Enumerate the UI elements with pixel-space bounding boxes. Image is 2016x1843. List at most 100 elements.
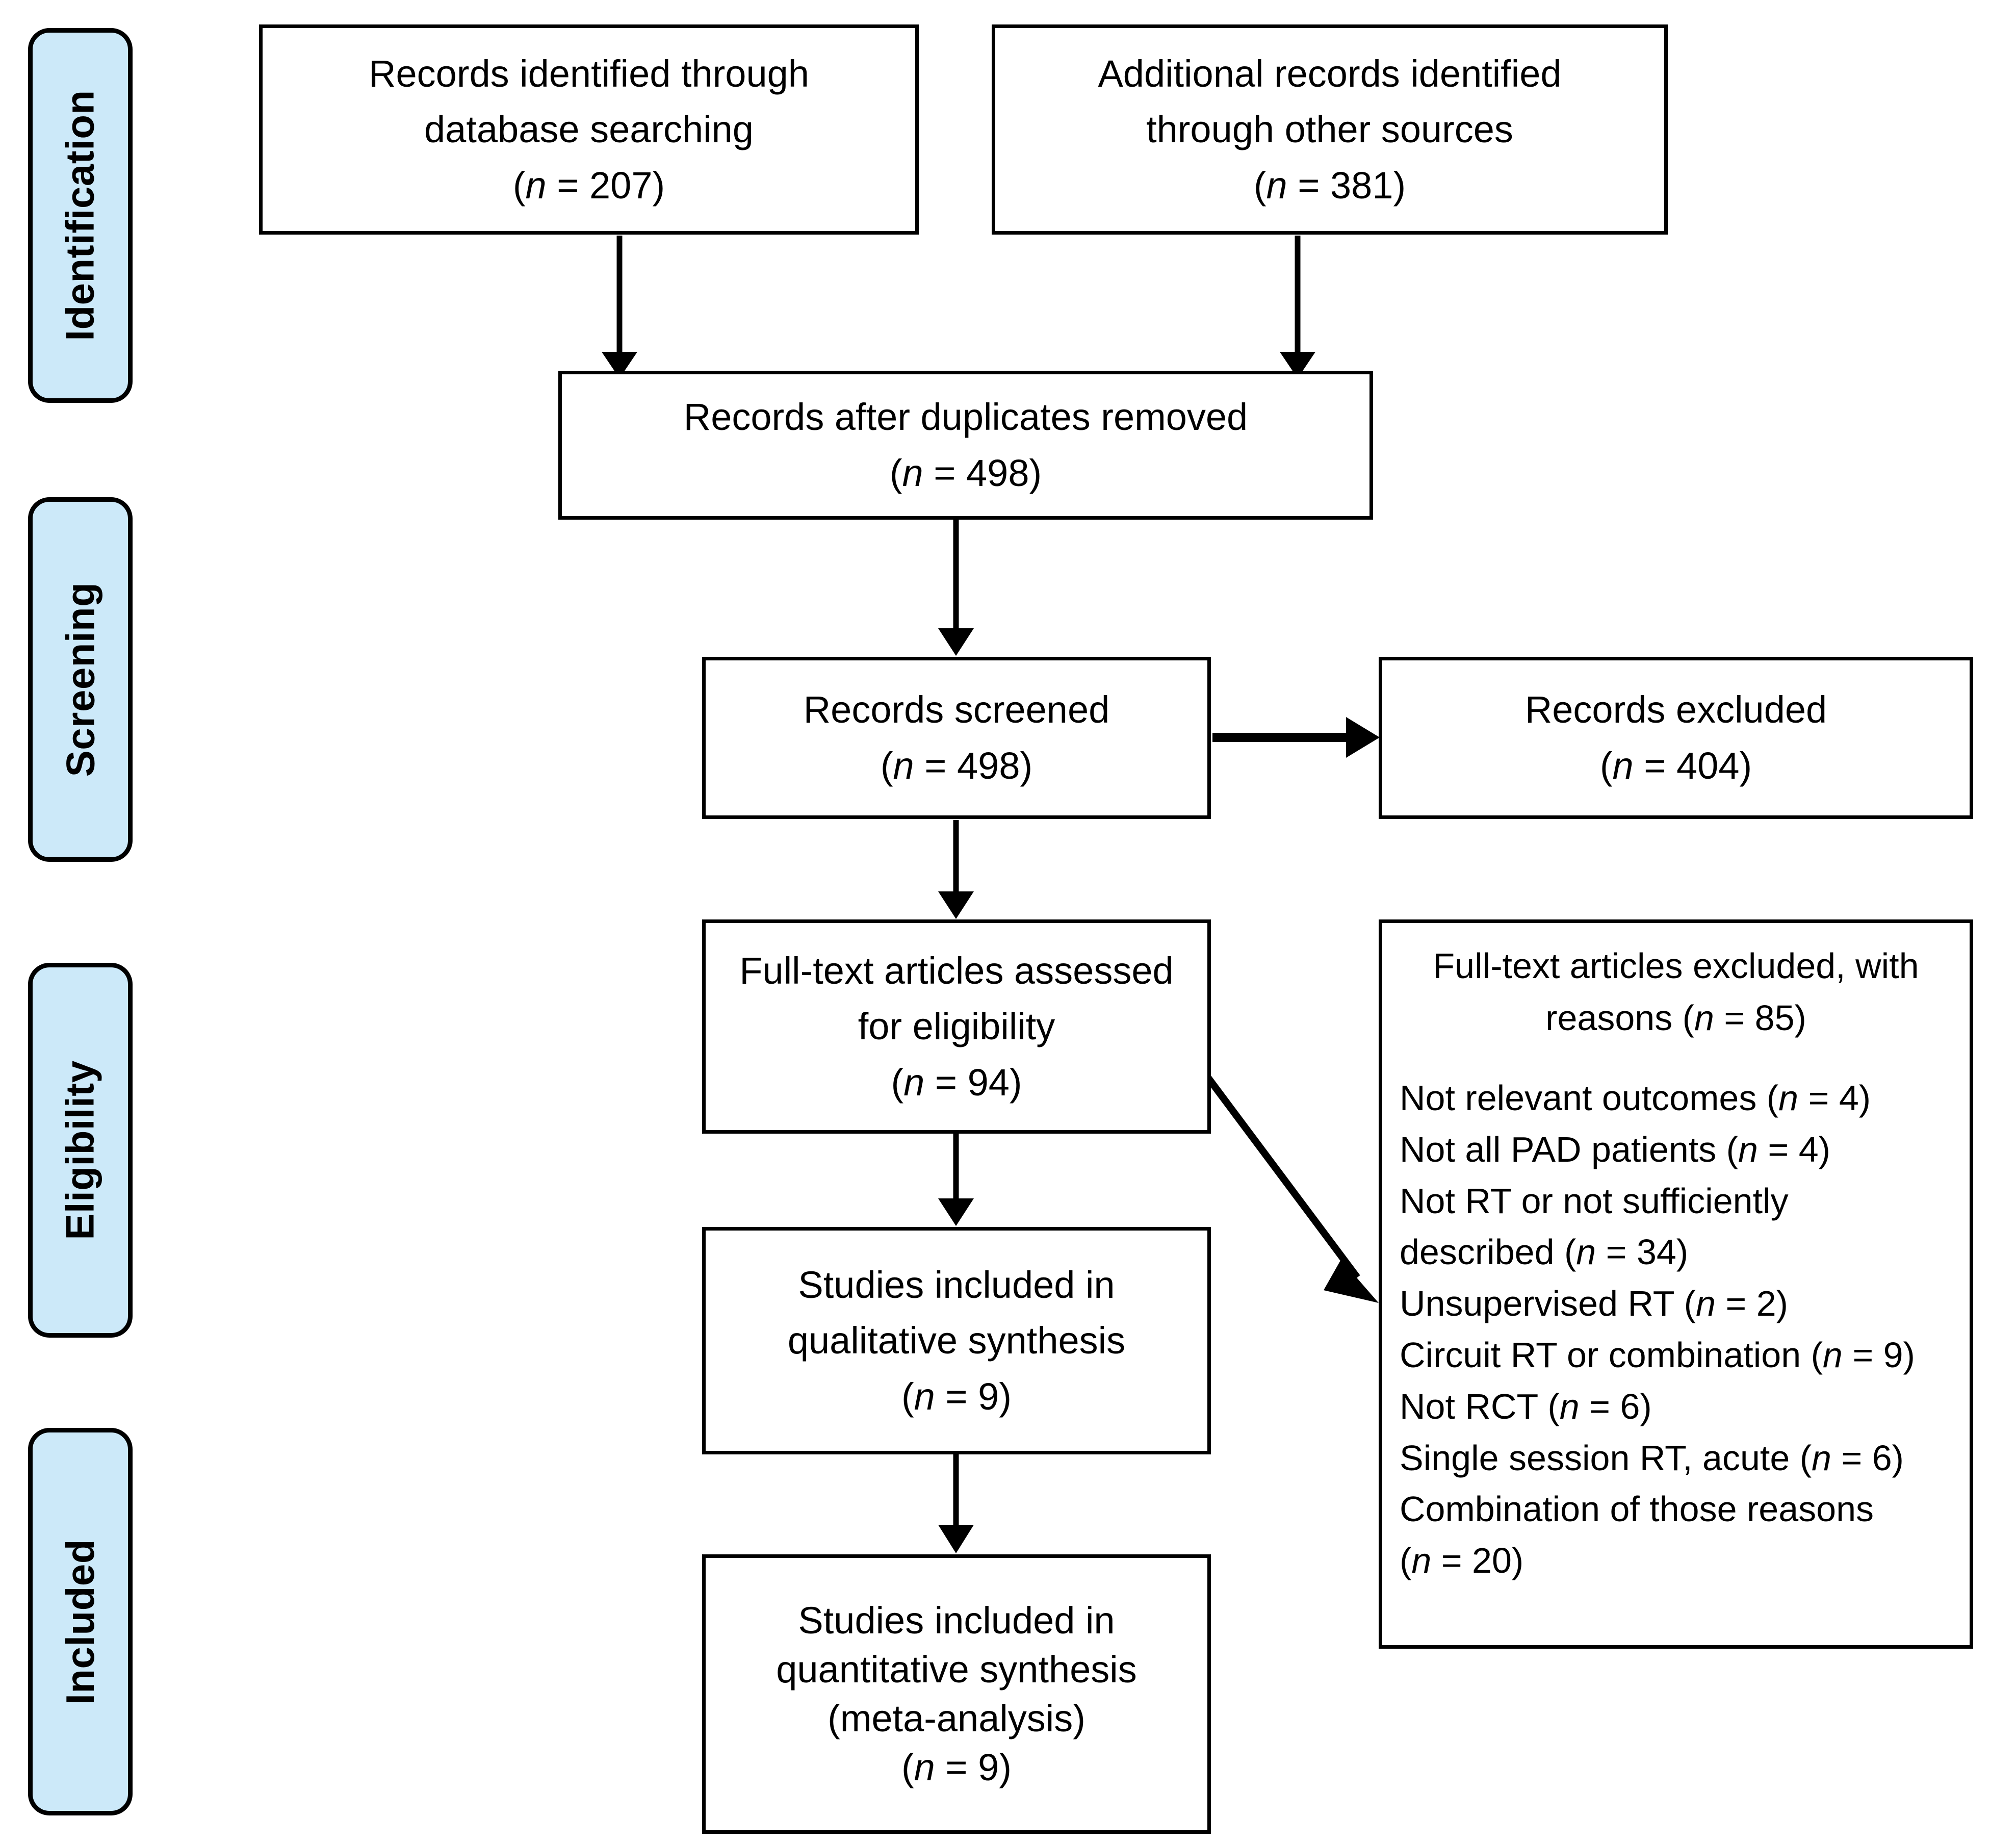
reasons-heading-pre: reasons ( [1545, 997, 1694, 1038]
n-italic: n [1812, 1438, 1831, 1478]
n-italic: n [1822, 1335, 1843, 1375]
reasons-heading-line1: Full-text articles excluded, with [1433, 946, 1919, 986]
n-italic: n [525, 164, 547, 207]
box-line: database searching [424, 108, 754, 151]
box-line: Additional records identified [1098, 52, 1562, 95]
count-value: = 498) [924, 745, 1033, 787]
reason-text: Not RCT ( [1400, 1386, 1560, 1426]
n-italic: n [902, 452, 923, 494]
arrow-db-to-duplicates [602, 236, 637, 378]
box-count: (n = 207) [512, 164, 665, 207]
reason-text: Not all PAD patients ( [1400, 1129, 1738, 1169]
box-count: (n = 94) [891, 1061, 1022, 1104]
reason-count: = 6) [1841, 1438, 1904, 1478]
arrow-fulltext-to-qualitative [938, 1133, 974, 1226]
reasons-heading: Full-text articles excluded, with reason… [1400, 940, 1952, 1044]
n-italic: n [1738, 1129, 1758, 1169]
reason-item: Not RCT (n = 6) [1400, 1381, 1952, 1432]
reason-count: = 4) [1768, 1129, 1830, 1169]
reason-count: = 4) [1808, 1078, 1871, 1118]
reason-item: Circuit RT or combination (n = 9) [1400, 1329, 1952, 1381]
reason-item: Single session RT, acute (n = 6) [1400, 1432, 1952, 1484]
box-line: Records excluded [1524, 688, 1827, 731]
n-italic: n [893, 745, 914, 787]
reason-item: Combination of those reasons [1400, 1483, 1952, 1535]
n-italic: n [1612, 745, 1634, 787]
reason-text: Circuit RT or combination ( [1400, 1335, 1823, 1375]
reason-text: Not relevant outcomes ( [1400, 1078, 1779, 1118]
reason-count: = 6) [1589, 1386, 1652, 1426]
box-count: (n = 381) [1253, 164, 1406, 207]
reasons-list: Not relevant outcomes (n = 4) Not all PA… [1400, 1072, 1952, 1586]
stage-label-eligibility-text: Eligibility [58, 1060, 103, 1240]
count-value: = 381) [1298, 164, 1406, 207]
reason-text: ( [1400, 1541, 1412, 1581]
reasons-heading-line2: reasons (n = 85) [1545, 998, 1806, 1038]
box-count: (n = 9) [901, 1746, 1012, 1789]
reason-item: Not relevant outcomes (n = 4) [1400, 1072, 1952, 1124]
n-italic: n [1694, 997, 1714, 1038]
box-studies-included-qualitative: Studies included in qualitative synthesi… [702, 1227, 1211, 1454]
n-italic: n [914, 1746, 935, 1789]
box-records-excluded: Records excluded (n = 404) [1379, 657, 1973, 819]
arrow-fulltext-to-excluded [1199, 1067, 1379, 1303]
reason-item: Not RT or not sufficiently [1400, 1175, 1952, 1227]
arrow-duplicates-to-screened [938, 519, 974, 656]
reason-text: Unsupervised RT ( [1400, 1284, 1696, 1324]
box-line: for eligibility [858, 1005, 1055, 1048]
stage-label-screening-text: Screening [58, 582, 103, 777]
reason-item: Not all PAD patients (n = 4) [1400, 1124, 1952, 1175]
reason-text: described ( [1400, 1232, 1576, 1272]
reason-item: Unsupervised RT (n = 2) [1400, 1278, 1952, 1329]
box-fulltext-articles-excluded-with-reasons: Full-text articles excluded, with reason… [1379, 919, 1973, 1649]
n-italic: n [1559, 1386, 1580, 1426]
box-line: Studies included in [798, 1263, 1115, 1306]
n-italic: n [1778, 1078, 1799, 1118]
box-studies-included-quantitative: Studies included in quantitative synthes… [702, 1554, 1211, 1834]
reason-item: (n = 20) [1400, 1535, 1952, 1586]
count-value: = 207) [557, 164, 665, 207]
arrow-other-to-duplicates [1280, 236, 1315, 378]
stage-label-identification: Identification [28, 28, 133, 403]
reason-count: = 20) [1441, 1541, 1524, 1581]
count-value: = 9) [945, 1375, 1012, 1418]
stage-label-screening: Screening [28, 497, 133, 862]
box-records-screened: Records screened (n = 498) [702, 657, 1211, 819]
n-italic: n [1266, 164, 1287, 207]
reasons-heading-post: = 85) [1724, 997, 1806, 1038]
stage-label-identification-text: Identification [58, 90, 102, 341]
box-line: (meta-analysis) [828, 1697, 1085, 1739]
box-line: Full-text articles assessed [739, 949, 1174, 992]
reason-count: = 9) [1852, 1335, 1915, 1375]
reason-count: = 34) [1606, 1232, 1689, 1272]
reason-item: described (n = 34) [1400, 1226, 1952, 1278]
box-line: qualitative synthesis [787, 1319, 1126, 1362]
box-records-after-duplicates-removed: Records after duplicates removed (n = 49… [558, 371, 1373, 520]
reason-count: = 2) [1725, 1284, 1788, 1324]
box-line: Studies included in [798, 1599, 1115, 1642]
count-value: = 404) [1644, 745, 1752, 787]
box-line: Records screened [803, 688, 1110, 731]
stage-label-included-text: Included [58, 1539, 102, 1705]
n-italic: n [903, 1061, 925, 1104]
box-line: Records after duplicates removed [683, 396, 1248, 439]
count-value: = 94) [935, 1061, 1022, 1104]
reason-text: Not RT or not sufficiently [1400, 1181, 1789, 1221]
box-count: (n = 9) [901, 1375, 1012, 1418]
stage-label-included: Included [28, 1428, 133, 1815]
arrow-screened-to-fulltext [938, 820, 974, 919]
box-count: (n = 404) [1599, 745, 1752, 787]
arrow-screened-to-excluded [1212, 717, 1380, 758]
box-line: Records identified through [369, 52, 809, 95]
n-italic: n [1576, 1232, 1596, 1272]
box-count: (n = 498) [880, 745, 1033, 787]
box-records-identified-database: Records identified through database sear… [259, 24, 919, 235]
n-italic: n [1696, 1284, 1716, 1324]
count-value: = 9) [945, 1746, 1012, 1789]
box-fulltext-articles-assessed: Full-text articles assessed for eligibil… [702, 919, 1211, 1134]
arrow-qualitative-to-quantitative [938, 1454, 974, 1553]
box-additional-records-other-sources: Additional records identified through ot… [992, 24, 1668, 235]
count-value: = 498) [934, 452, 1042, 494]
reason-text: Single session RT, acute ( [1400, 1438, 1812, 1478]
